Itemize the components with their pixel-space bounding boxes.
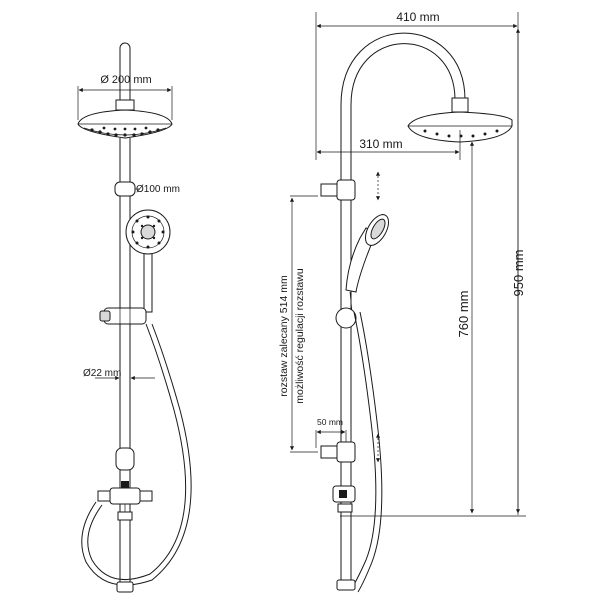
shower-hose xyxy=(87,323,187,581)
diverter-side xyxy=(332,485,356,513)
height-total-label: 950 mm xyxy=(511,250,526,297)
holder-knob-side xyxy=(335,307,357,329)
bottom-connector xyxy=(116,581,134,593)
main-pipe xyxy=(119,138,131,586)
bottom-connector-side xyxy=(336,579,356,591)
bracket-depth-label: 50 mm xyxy=(317,417,343,427)
diverter-icon xyxy=(97,481,153,521)
spacing-adjustable-label: możliwość regulacji rozstawu xyxy=(294,268,306,404)
front-view: Ø 200 mm Ø100 mm xyxy=(77,42,192,593)
shower-hose-side xyxy=(351,311,377,589)
height-head-label: 760 mm xyxy=(456,291,471,338)
upper-wall-bracket xyxy=(320,179,356,201)
upper-slider xyxy=(114,181,136,197)
hand-diameter-label: Ø100 mm xyxy=(136,184,180,195)
hand-shower-icon xyxy=(125,209,171,313)
arm-reach-label: 310 mm xyxy=(359,137,402,151)
pipe-coupling xyxy=(115,447,135,471)
side-view: 410 mm 310 mm 950 mm 760 mm rozstaw zale… xyxy=(278,10,526,593)
shower-head-icon xyxy=(77,99,173,139)
hand-shower-side xyxy=(345,214,390,313)
top-pipe xyxy=(119,42,131,105)
spacing-recommended-label: rozstaw zalecany 514 mm xyxy=(278,275,290,397)
shower-head-side xyxy=(407,97,513,143)
pipe-diameter-label: Ø22 mm xyxy=(83,368,121,379)
head-diameter-label: Ø 200 mm xyxy=(100,74,151,86)
gooseneck-pipe xyxy=(340,32,466,470)
lower-wall-bracket xyxy=(320,441,356,463)
width-total-label: 410 mm xyxy=(396,10,439,24)
holder-slider xyxy=(99,307,147,325)
